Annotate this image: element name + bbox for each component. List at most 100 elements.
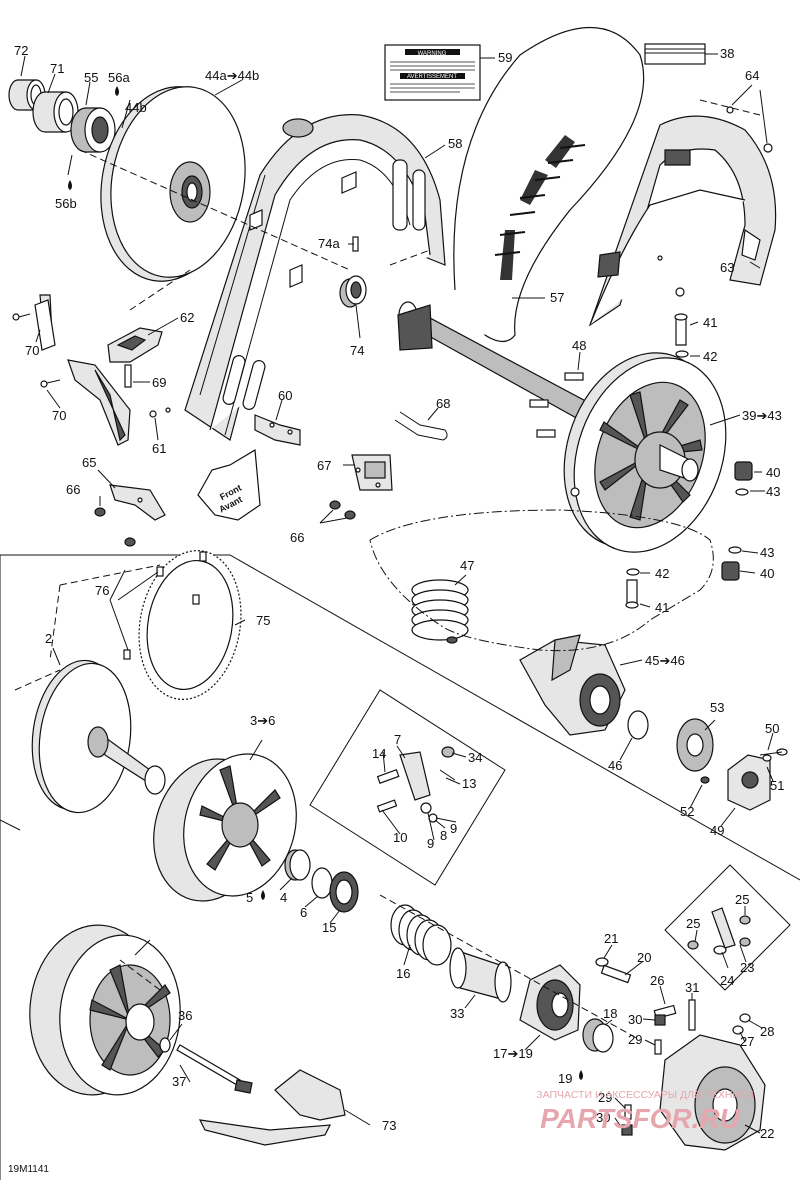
callout-46: 46 <box>608 758 622 773</box>
callout-52: 52 <box>680 804 694 819</box>
callout-15: 15 <box>322 920 336 935</box>
callout-55: 55 <box>84 70 98 85</box>
callout-16: 16 <box>396 966 410 981</box>
bolt-37 <box>176 1044 253 1094</box>
plug-64 <box>726 106 773 153</box>
callout-41-top: 41 <box>703 315 717 330</box>
inner-cover-58 <box>184 114 446 441</box>
callout-66-left: 66 <box>66 482 80 497</box>
watermark-tagline: ЗАПЧАСТИ И АКСЕССУАРЫ ДЛЯ ТЕХНИКИ <box>536 1089 753 1101</box>
bolt-76 <box>123 551 207 660</box>
callout-66-center: 66 <box>290 530 304 545</box>
callout-65: 65 <box>82 455 96 470</box>
screw-66b <box>329 500 356 520</box>
callout-33: 33 <box>450 1006 464 1021</box>
callout-76: 76 <box>95 583 109 598</box>
watermark: ЗАПЧАСТИ И АКСЕССУАРЫ ДЛЯ ТЕХНИКИ PARTSF… <box>536 1089 753 1134</box>
callout-20: 20 <box>637 950 651 965</box>
grease-drop-19 <box>579 1070 583 1080</box>
callout-64: 64 <box>745 68 759 83</box>
washer-42a <box>675 350 689 358</box>
callout-68: 68 <box>436 396 450 411</box>
grease-drop-56b <box>68 180 72 190</box>
callout-75: 75 <box>256 613 270 628</box>
roller-kit-box <box>664 864 791 991</box>
callout-71: 71 <box>50 61 64 76</box>
callout-34: 34 <box>468 750 482 765</box>
callout-44b: 44b <box>125 100 147 115</box>
pin-29b <box>624 1104 632 1120</box>
nut-28 <box>739 1013 751 1023</box>
callout-17-19: 17➔19 <box>493 1046 533 1061</box>
nut-52 <box>700 776 710 784</box>
bracket-69 <box>67 359 132 446</box>
bolt-70b <box>40 379 61 388</box>
callout-42-bottom: 42 <box>655 566 669 581</box>
callout-23: 23 <box>740 960 754 975</box>
callout-10: 10 <box>393 830 407 845</box>
callout-6: 6 <box>300 905 307 920</box>
callout-13: 13 <box>462 776 476 791</box>
callout-22: 22 <box>760 1126 774 1141</box>
bracket-60 <box>254 414 301 446</box>
driven-pulley-39-43 <box>563 352 727 553</box>
spring-16 <box>390 904 452 966</box>
spacer-74 <box>339 275 367 308</box>
callout-2: 2 <box>45 631 52 646</box>
spider-17-19 <box>519 964 581 1041</box>
callout-50: 50 <box>765 721 779 736</box>
warning-heading-fr: AVERTISSEMENT <box>407 74 457 80</box>
sleeve-33 <box>449 947 512 1003</box>
slider-40a <box>734 461 753 481</box>
sliding-sheave-44a <box>100 86 246 282</box>
callout-43-bottom: 43 <box>760 545 774 560</box>
bolt-20 <box>600 964 632 984</box>
bolt-41b <box>625 579 639 609</box>
callout-49: 49 <box>710 823 724 838</box>
callout-72: 72 <box>14 43 28 58</box>
callout-59: 59 <box>498 50 512 65</box>
callout-53: 53 <box>710 700 724 715</box>
callout-44a-44b: 44a➔44b <box>205 68 259 83</box>
grease-drop-5 <box>261 890 265 900</box>
clip-43b <box>728 546 742 554</box>
screw-66a <box>94 507 136 547</box>
cam-45-46 <box>519 634 626 736</box>
callout-69: 69 <box>152 375 166 390</box>
callout-31: 31 <box>685 980 699 995</box>
washer-27 <box>732 1025 744 1035</box>
spring-47 <box>411 579 469 644</box>
callout-57: 57 <box>550 290 564 305</box>
callout-70-bottom: 70 <box>52 408 66 423</box>
callout-25-left: 25 <box>686 916 700 931</box>
callout-51: 51 <box>770 778 784 793</box>
callout-30-top: 30 <box>628 1012 642 1027</box>
callout-62: 62 <box>180 310 194 325</box>
callout-21: 21 <box>604 931 618 946</box>
callout-7: 7 <box>394 732 401 747</box>
bushing-18 <box>582 1018 614 1053</box>
ring-6 <box>311 867 333 899</box>
bolt-31 <box>688 999 696 1031</box>
callout-29-bottom: 29 <box>598 1090 612 1105</box>
movable-sheave-3-6 <box>153 753 297 902</box>
callout-60: 60 <box>278 388 292 403</box>
callout-27: 27 <box>740 1034 754 1049</box>
warning-label-59: WARNING AVERTISSEMENT <box>384 44 481 101</box>
bolt-70a <box>12 313 31 321</box>
callout-9-right: 9 <box>450 821 457 836</box>
callout-58: 58 <box>448 136 462 151</box>
assembly-dashed-loop <box>369 509 714 652</box>
callout-43-top: 43 <box>766 484 780 499</box>
callout-14: 14 <box>372 746 386 761</box>
washer-53 <box>676 718 714 772</box>
callout-40-top: 40 <box>766 465 780 480</box>
retaining-ring-46 <box>627 710 649 740</box>
callout-29-top: 29 <box>628 1032 642 1047</box>
callout-74: 74 <box>350 343 364 358</box>
callout-40-bottom: 40 <box>760 566 774 581</box>
bushing-4 <box>284 849 311 881</box>
ring-gear-75 <box>138 550 242 700</box>
bolt-48 <box>529 372 584 438</box>
